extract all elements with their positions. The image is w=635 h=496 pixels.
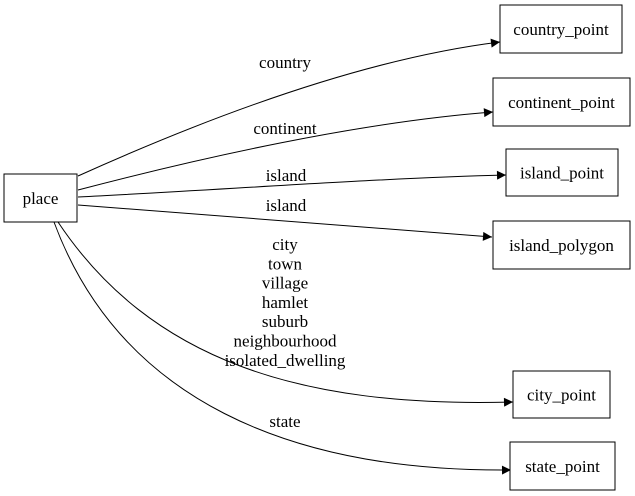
node-island_polygon: island_polygon xyxy=(492,220,631,270)
edge-label-continent_point: continent xyxy=(253,119,317,138)
node-box-island_polygon xyxy=(492,220,631,270)
edge-line-island_polygon xyxy=(77,204,493,241)
node-state_point: state_point xyxy=(509,441,616,491)
node-country_point: country_point xyxy=(499,4,623,54)
node-city_point: city_point xyxy=(512,370,611,419)
node-box-city_point xyxy=(512,370,611,419)
edge-label-line: suburb xyxy=(262,312,308,331)
edge-label-line: country xyxy=(259,53,311,72)
edge-place-to-state_point: state xyxy=(53,221,512,475)
node-box-island_point xyxy=(505,148,619,197)
node-label-city_point: city_point xyxy=(527,386,596,405)
node-box-continent_point xyxy=(492,77,631,127)
edge-label-line: state xyxy=(269,412,300,431)
node-label-place: place xyxy=(23,189,59,208)
edge-label-island_polygon: island xyxy=(266,196,307,215)
edge-place-to-continent_point: continent xyxy=(77,108,494,191)
node-label-continent_point: continent_point xyxy=(508,93,615,112)
node-place: place xyxy=(3,173,78,223)
node-box-place xyxy=(3,173,78,223)
edge-line-state_point xyxy=(53,221,512,475)
edge-label-line: island xyxy=(266,196,307,215)
edge-label-line: island xyxy=(266,166,307,185)
node-box-country_point xyxy=(499,4,623,54)
node-label-island_point: island_point xyxy=(520,164,604,183)
edge-label-line: town xyxy=(268,254,303,273)
node-island_point: island_point xyxy=(505,148,619,197)
edge-label-line: continent xyxy=(253,119,317,138)
edge-line-island_point xyxy=(77,170,507,198)
node-label-country_point: country_point xyxy=(513,20,609,39)
nodes-layer: place country_point continent_point island_… xyxy=(3,4,631,491)
edge-place-to-country_point: country xyxy=(77,38,501,177)
edge-label-line: village xyxy=(262,274,308,293)
edge-label-island_point: island xyxy=(266,166,307,185)
edge-line-continent_point xyxy=(77,108,494,191)
edge-place-to-island_point: island xyxy=(77,166,507,198)
edge-label-line: neighbourhood xyxy=(234,332,337,351)
edge-label-state_point: state xyxy=(269,412,300,431)
node-box-state_point xyxy=(509,441,616,491)
node-label-island_polygon: island_polygon xyxy=(509,236,614,255)
edge-line-city_point xyxy=(57,221,514,407)
edge-label-line: hamlet xyxy=(262,293,309,312)
edge-label-country_point: country xyxy=(259,53,311,72)
node-continent_point: continent_point xyxy=(492,77,631,127)
edge-label-line: city xyxy=(272,235,298,254)
edge-line-country_point xyxy=(77,38,501,177)
edge-label-line: isolated_dwelling xyxy=(225,351,346,370)
edge-place-to-island_polygon: island xyxy=(77,196,493,241)
node-label-state_point: state_point xyxy=(525,457,600,476)
